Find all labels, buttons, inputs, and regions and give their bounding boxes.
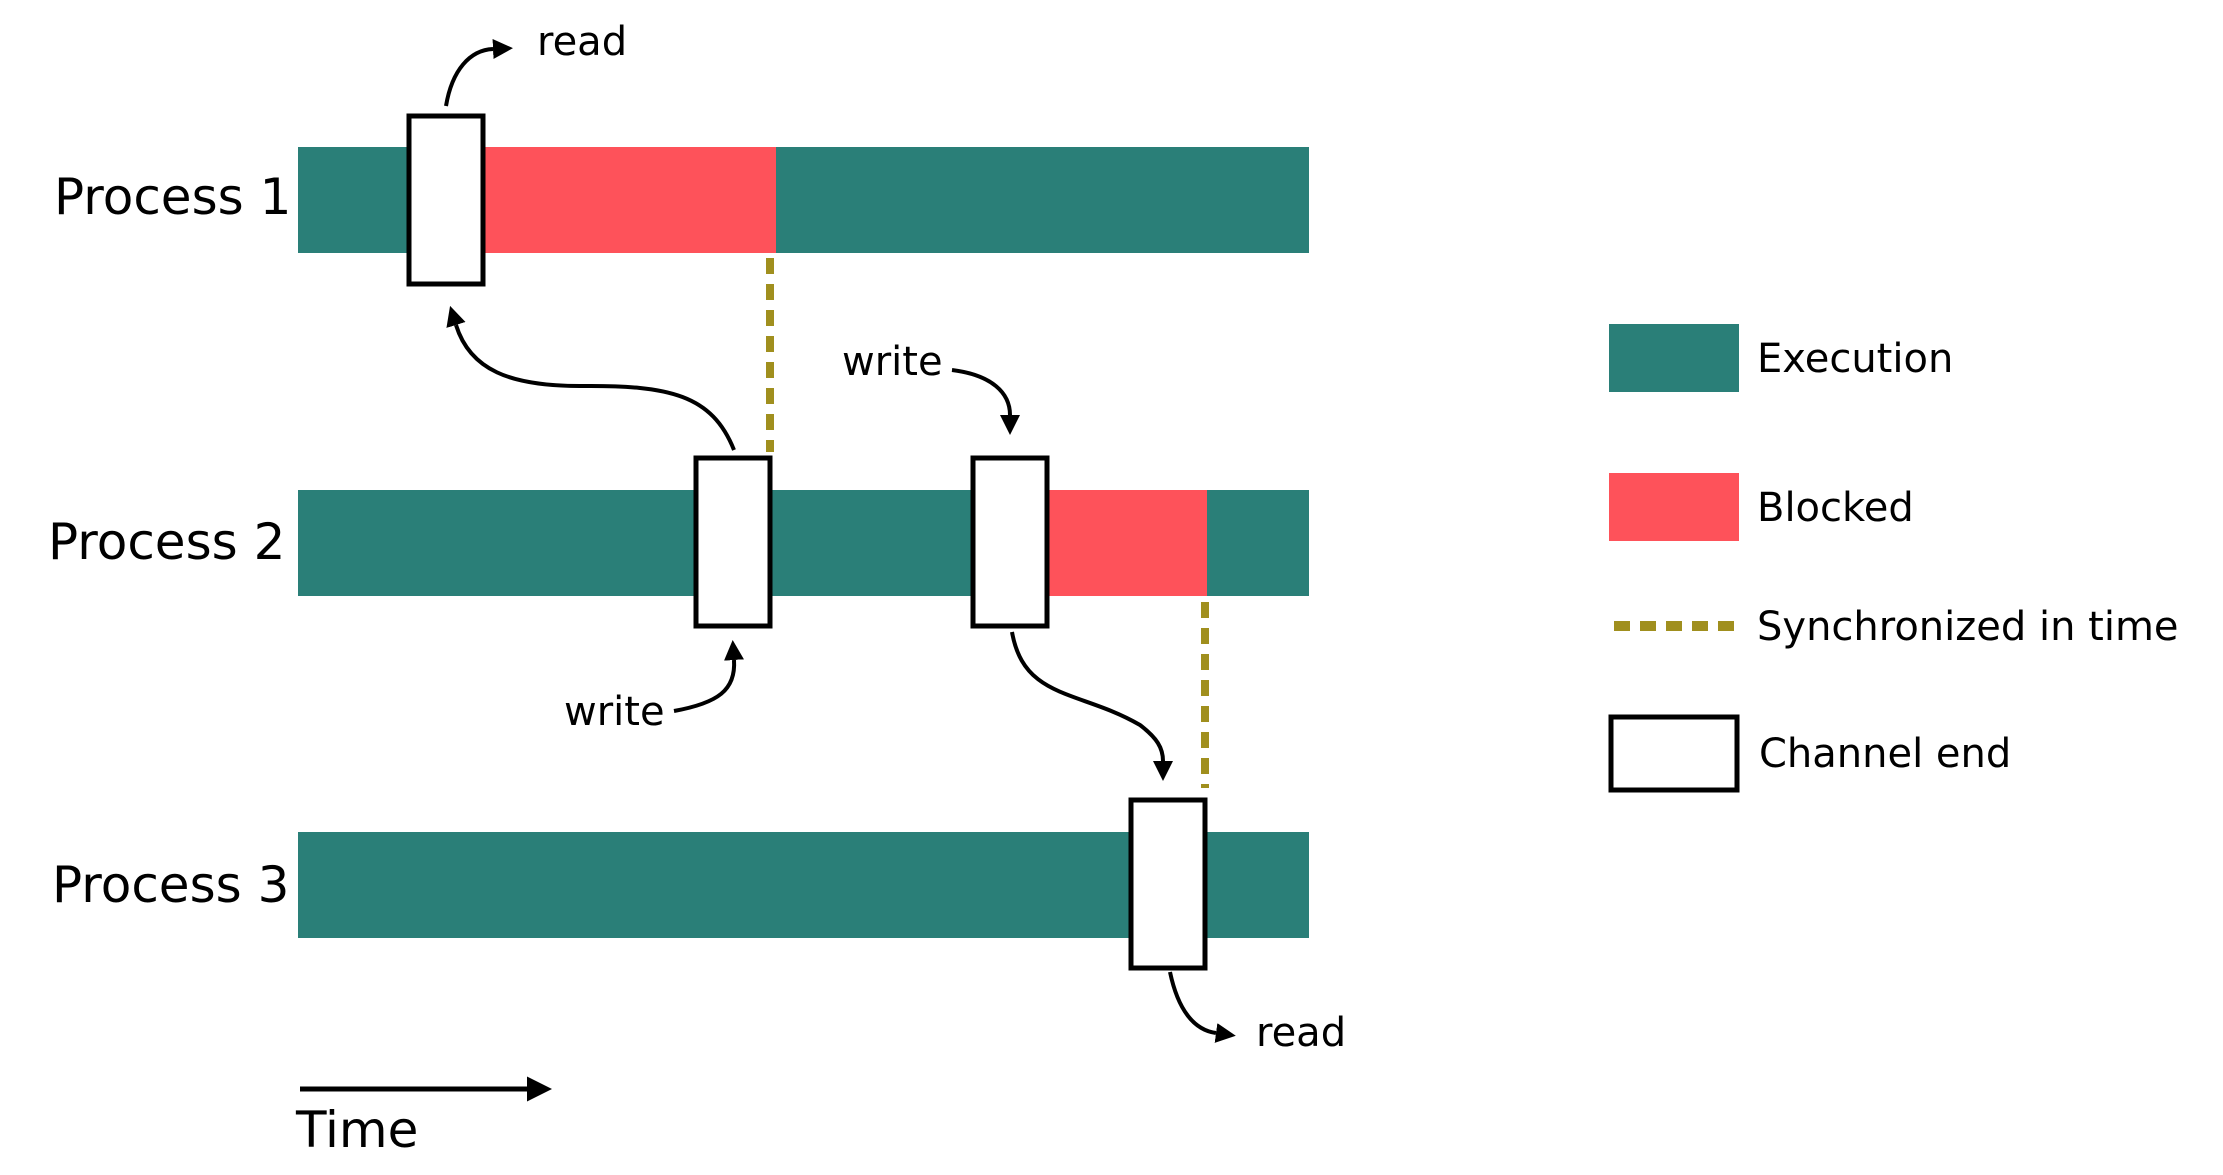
legend-execution-swatch [1609,324,1739,392]
arrow-p2-to-p3 [1010,631,1173,781]
event-label-write-b: write [842,339,943,385]
process-2-label: Process 2 [48,513,285,571]
arrow-p1-read [444,39,513,107]
event-label-p3-read: read [1256,1010,1346,1056]
process-2-channel-end-a [693,455,773,629]
process-2-row: Process 2 [48,455,1309,629]
arrow-p3-read [1168,971,1236,1043]
event-label-p1-read: read [537,19,627,65]
legend: Execution Blocked Synchronized in time C… [1608,324,2179,793]
legend-synchronized-label: Synchronized in time [1757,604,2179,650]
process-2-channel-end-b [970,455,1050,629]
legend-channel-end-swatch [1608,714,1740,793]
process-1-label: Process 1 [54,168,291,226]
arrow-p2-to-p1 [446,305,736,451]
event-label-write-a: write [564,689,665,735]
process-1-blocked-segment [484,147,776,253]
legend-blocked-swatch [1609,473,1739,541]
arrow-write-b [951,368,1020,435]
process-2-blocked-segment [1049,490,1207,596]
process-1-channel-end [406,113,486,287]
legend-execution-label: Execution [1757,336,1953,382]
legend-blocked-label: Blocked [1757,485,1914,531]
process-3-label: Process 3 [52,856,289,914]
time-label: Time [295,1101,418,1159]
legend-channel-end-label: Channel end [1759,731,2011,777]
process-3-row: Process 3 [52,797,1309,971]
arrow-write-a [673,640,744,713]
process-1-row: Process 1 [54,113,1309,287]
process-3-channel-end [1128,797,1208,971]
